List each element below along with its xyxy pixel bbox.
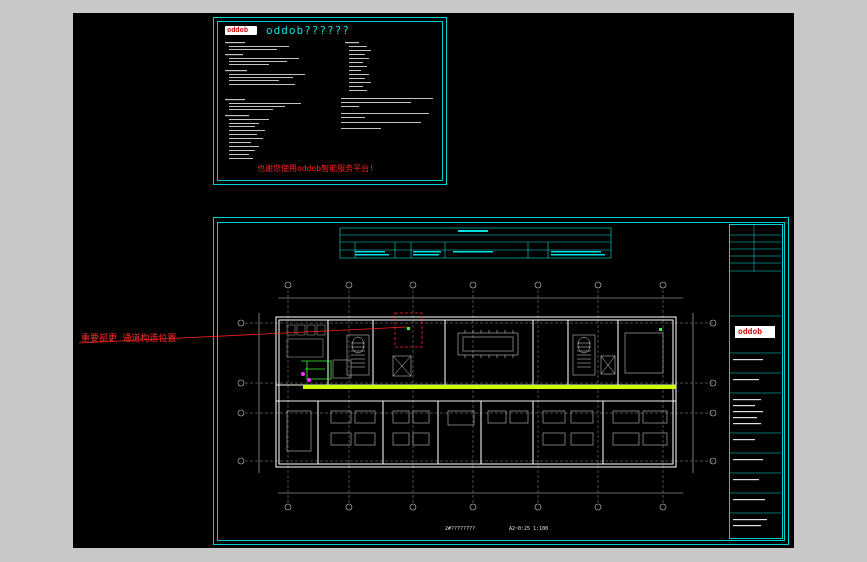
highlighted-corridor [303, 385, 676, 389]
notes-sheet-logo: oddob [225, 26, 257, 35]
notes-sheet-title: oddob?????? [266, 24, 350, 37]
callout-leader-line [78, 326, 408, 344]
plan-sheet-inner-frame [217, 222, 785, 541]
highlight-box [394, 312, 423, 348]
notes-text-lines [225, 42, 433, 159]
notes-sheet-outer-frame [213, 17, 447, 185]
revision-table [339, 227, 612, 259]
notes-logo-text: oddob [227, 26, 249, 34]
notes-sheet-inner-frame [217, 21, 443, 181]
plan-caption-right: A2~0:25 1:100 [509, 526, 549, 532]
title-block-logo-text: oddob [738, 327, 763, 336]
floor-plan-drawing [78, 224, 781, 527]
title-block-logo: oddob [735, 326, 775, 338]
title-block [729, 224, 783, 539]
cad-viewport[interactable]: oddob oddob?????? [73, 13, 794, 548]
plan-sheet-outer-frame [213, 217, 789, 545]
plan-caption-left: 2#??7??7?? [445, 526, 476, 532]
notes-sheet-red-notice: 也谢您使用oddob智能服务平台! [257, 164, 374, 173]
callout-label: 重要部更 通道构造位置 [81, 334, 177, 344]
